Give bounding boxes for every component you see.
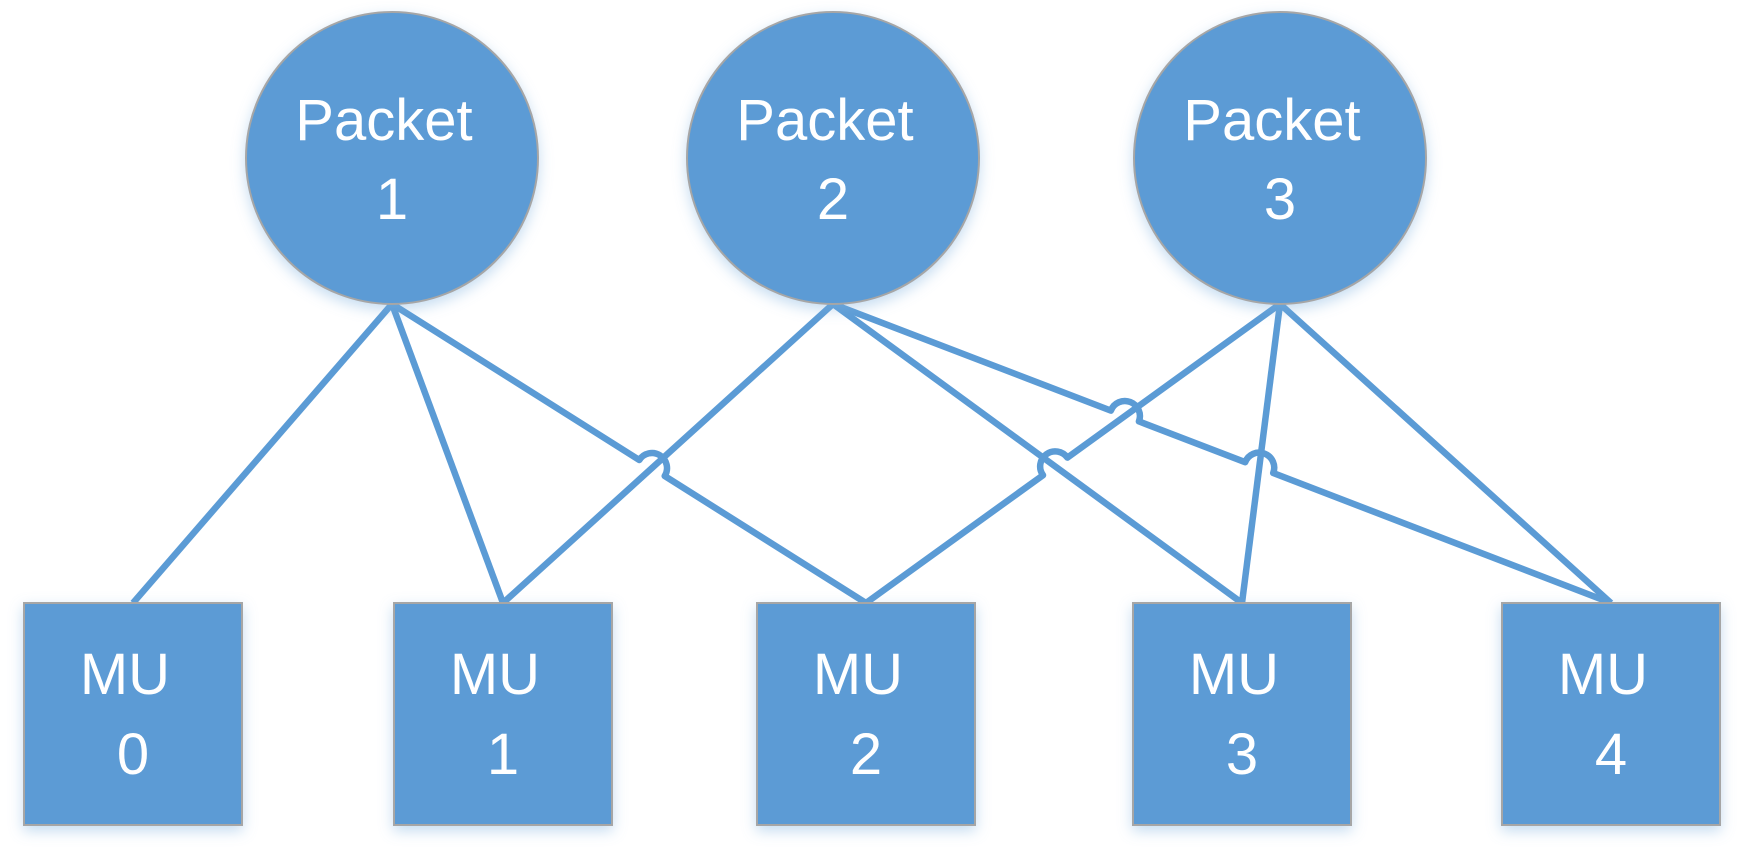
node-packet-3[interactable]: Packet 3 bbox=[1133, 11, 1427, 305]
mu-4-box[interactable] bbox=[1501, 602, 1721, 826]
mu-0-box[interactable] bbox=[23, 602, 243, 826]
edge-packet3-mu4 bbox=[1277, 301, 1614, 606]
edge-packet3-mu3 bbox=[1238, 303, 1284, 604]
node-mu-0[interactable]: MU 0 bbox=[23, 602, 243, 826]
edge-layer bbox=[130, 300, 1614, 607]
mu-0-label: MU 0 bbox=[80, 642, 186, 787]
edge-packet3-mu2 bbox=[864, 301, 1282, 606]
mu-node-layer: MU 0 MU 1 MU 2 bbox=[23, 602, 1721, 826]
mu-4-label: MU 4 bbox=[1558, 642, 1664, 787]
mu-2-label: MU 2 bbox=[813, 642, 919, 787]
packet-2-circle[interactable] bbox=[686, 11, 980, 305]
mu-2-box[interactable] bbox=[756, 602, 976, 826]
node-mu-3[interactable]: MU 3 bbox=[1132, 602, 1352, 826]
node-mu-1[interactable]: MU 1 bbox=[393, 602, 613, 826]
packet-1-circle[interactable] bbox=[245, 11, 539, 305]
packet-2-label: Packet 2 bbox=[736, 88, 929, 232]
edge-packet2-mu1 bbox=[500, 301, 836, 606]
edge-packet1-mu0 bbox=[130, 301, 395, 606]
packet-3-circle[interactable] bbox=[1133, 11, 1427, 305]
mu-3-box[interactable] bbox=[1132, 602, 1352, 826]
edge-packet2-mu3 bbox=[831, 301, 1244, 606]
edge-packet1-mu2 bbox=[390, 301, 868, 606]
node-packet-1[interactable]: Packet 1 bbox=[245, 11, 539, 305]
mu-1-box[interactable] bbox=[393, 602, 613, 826]
node-mu-4[interactable]: MU 4 bbox=[1501, 602, 1721, 826]
edge-packet2-mu4 bbox=[831, 300, 1613, 607]
packet-3-label: Packet 3 bbox=[1183, 88, 1376, 232]
packet-node-layer: Packet 1 Packet 2 Packet 3 bbox=[245, 11, 1427, 305]
packet-1-label: Packet 1 bbox=[295, 88, 488, 232]
edge-packet1-mu1 bbox=[388, 302, 507, 605]
mu-1-label: MU 1 bbox=[450, 642, 556, 787]
mu-3-label: MU 3 bbox=[1189, 642, 1295, 787]
node-mu-2[interactable]: MU 2 bbox=[756, 602, 976, 826]
node-packet-2[interactable]: Packet 2 bbox=[686, 11, 980, 305]
